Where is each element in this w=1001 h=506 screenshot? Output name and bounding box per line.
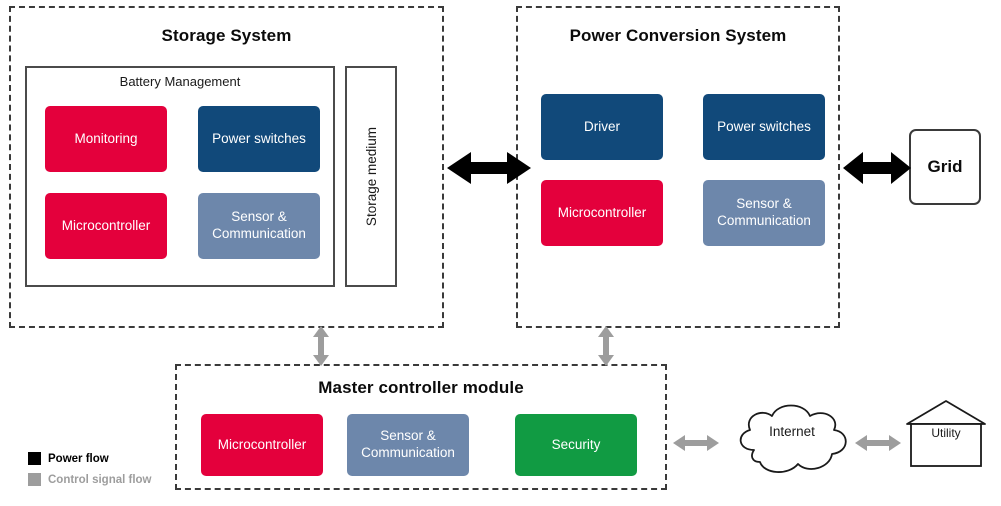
master-controller-title: Master controller module: [318, 378, 524, 397]
power-flow-label: Power flow: [48, 452, 109, 465]
storage-medium-box[interactable]: Storage medium: [345, 66, 397, 287]
power-arrow-storage-to-pcs: [447, 152, 531, 184]
battery-management-title: Battery Management: [119, 74, 241, 89]
block-pcs-microcontroller[interactable]: Microcontroller: [541, 180, 663, 246]
control-flow-label: Control signal flow: [48, 473, 152, 486]
control-arrow-internet-to-utility: [855, 435, 901, 451]
block-pcs-power-switches[interactable]: Power switches: [703, 94, 825, 160]
block-driver[interactable]: Driver: [541, 94, 663, 160]
control-arrow-storage-to-master: [313, 326, 329, 366]
storage-system-title: Storage System: [161, 26, 292, 45]
block-power-switches[interactable]: Power switches: [198, 106, 320, 172]
storage-medium-label: Storage medium: [363, 126, 379, 227]
legend-item-power-flow: Power flow: [28, 452, 109, 465]
grid-box[interactable]: Grid: [909, 129, 981, 205]
block-monitoring[interactable]: Monitoring: [45, 106, 167, 172]
power-conversion-system-title: Power Conversion System: [569, 26, 787, 45]
internet-label: Internet: [769, 424, 815, 439]
grid-label: Grid: [927, 157, 963, 176]
control-arrow-pcs-to-master: [598, 326, 614, 366]
cloud-shape: [739, 404, 847, 473]
power-conversion-system-container: Power Conversion System Driver Power swi…: [516, 6, 840, 328]
battery-management-container: Battery Management Monitoring Power swit…: [25, 66, 335, 287]
utility-house[interactable]: Utility: [903, 398, 989, 470]
block-pcs-sensor-communication[interactable]: Sensor & Communication: [703, 180, 825, 246]
utility-label: Utility: [931, 426, 961, 440]
block-sensor-communication[interactable]: Sensor & Communication: [198, 193, 320, 259]
legend-item-control-flow: Control signal flow: [28, 473, 152, 486]
block-mcm-security[interactable]: Security: [515, 414, 637, 476]
control-flow-swatch: [28, 473, 41, 486]
power-arrow-pcs-to-grid: [843, 152, 911, 184]
master-controller-container: Master controller module Microcontroller…: [175, 364, 667, 490]
house-shape: [906, 400, 986, 467]
storage-system-container: Storage System Battery Management Monito…: [9, 6, 444, 328]
power-flow-swatch: [28, 452, 41, 465]
block-mcm-microcontroller[interactable]: Microcontroller: [201, 414, 323, 476]
control-arrow-master-to-internet: [673, 435, 719, 451]
block-microcontroller[interactable]: Microcontroller: [45, 193, 167, 259]
block-mcm-sensor-communication[interactable]: Sensor & Communication: [347, 414, 469, 476]
internet-cloud[interactable]: Internet: [722, 400, 862, 480]
